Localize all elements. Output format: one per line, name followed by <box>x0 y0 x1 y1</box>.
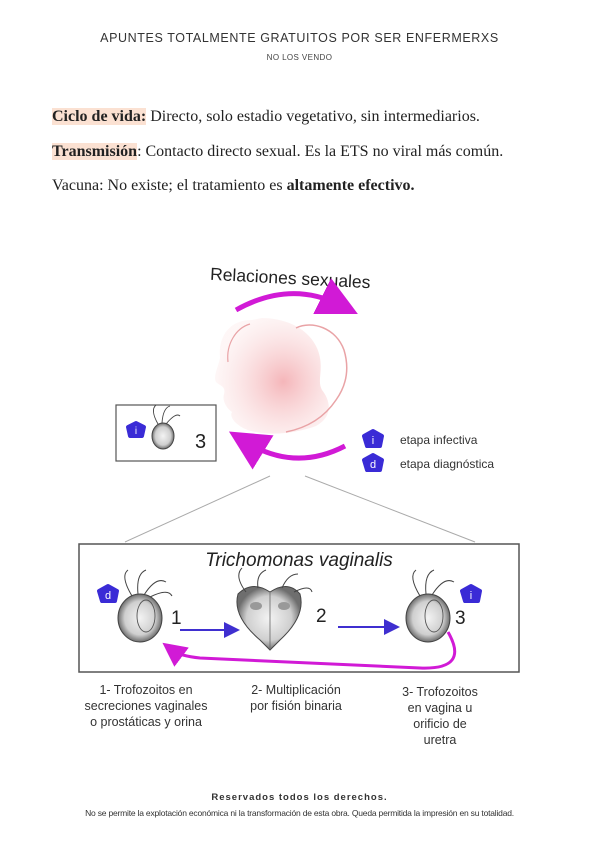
life-cycle-text: Directo, solo estadio vegetativo, sin in… <box>146 108 480 125</box>
caption3-line2: en vagina u <box>408 701 473 715</box>
legend-infective-label: etapa infectiva <box>400 433 478 447</box>
caption2-line1: 2- Multiplicación <box>251 683 341 697</box>
caption3-line4: uretra <box>424 733 457 747</box>
legend-diagnostic-letter: d <box>370 459 376 471</box>
life-cycle-diagram: Relaciones sexuales i 3 i etapa infectiv… <box>78 264 520 747</box>
connector-left <box>124 475 271 543</box>
diagnostic-badge <box>97 584 119 603</box>
transmission-label: Transmisión <box>52 143 138 160</box>
trophozoite-small-icon <box>151 404 181 450</box>
footer-title: Reservados todos los derechos. <box>211 792 388 803</box>
step1-number: 1 <box>171 608 182 629</box>
legend-diagnostic-icon <box>362 453 384 472</box>
infective-badge <box>460 584 482 603</box>
legend-diagnostic-label: etapa diagnóstica <box>400 457 494 471</box>
bottom-cycle-arrow <box>228 431 347 470</box>
vaccine-text: Vacuna: No existe; el tratamiento es <box>52 177 287 194</box>
legend-infective-icon <box>362 429 384 448</box>
step2-number: 2 <box>316 606 327 627</box>
trophozoite-step1-icon <box>117 569 173 643</box>
caption1-line3: o prostáticas y orina <box>90 715 202 729</box>
caption3-line1: 3- Trofozoitos <box>402 685 478 699</box>
connector-right <box>304 475 476 543</box>
infective-badge-letter: i <box>470 590 472 602</box>
infective-badge-small-letter: i <box>135 426 137 437</box>
caption1-line1: 1- Trofozoitos en <box>99 683 192 697</box>
vaccine-bold-text: altamente efectivo. <box>286 177 415 194</box>
caption2-line2: por fisión binaria <box>250 699 342 713</box>
binary-fission-icon <box>236 567 313 651</box>
couple-illustration <box>215 318 348 434</box>
infective-badge-small <box>126 421 146 438</box>
caption1-line2: secreciones vaginales <box>85 699 208 713</box>
caption3-line3: orificio de <box>413 717 467 731</box>
page-header-subtitle: NO LOS VENDO <box>266 53 333 62</box>
page-header-title: APUNTES TOTALMENTE GRATUITOS POR SER ENF… <box>100 31 499 45</box>
box-step-number: 3 <box>195 431 206 453</box>
top-cycle-arrow <box>234 278 358 314</box>
transmission-line: Transmisión: Contacto directo sexual. Es… <box>52 143 503 161</box>
legend-infective-letter: i <box>372 435 374 447</box>
life-cycle-line: Ciclo de vida: Directo, solo estadio veg… <box>52 108 480 126</box>
life-cycle-label: Ciclo de vida: <box>52 108 147 125</box>
footer-text: No se permite la explotación económica n… <box>85 808 514 818</box>
transmission-text: : Contacto directo sexual. Es la ETS no … <box>137 143 504 160</box>
diagnostic-badge-letter: d <box>105 590 111 602</box>
sexual-relations-label: Relaciones sexuales <box>210 264 372 292</box>
vaccine-line: Vacuna: No existe; el tratamiento es alt… <box>52 177 415 195</box>
trophozoite-step3-icon <box>405 569 455 643</box>
return-cycle-arrow <box>162 631 457 670</box>
step3-number: 3 <box>455 608 466 629</box>
panel-title: Trichomonas vaginalis <box>205 550 393 571</box>
